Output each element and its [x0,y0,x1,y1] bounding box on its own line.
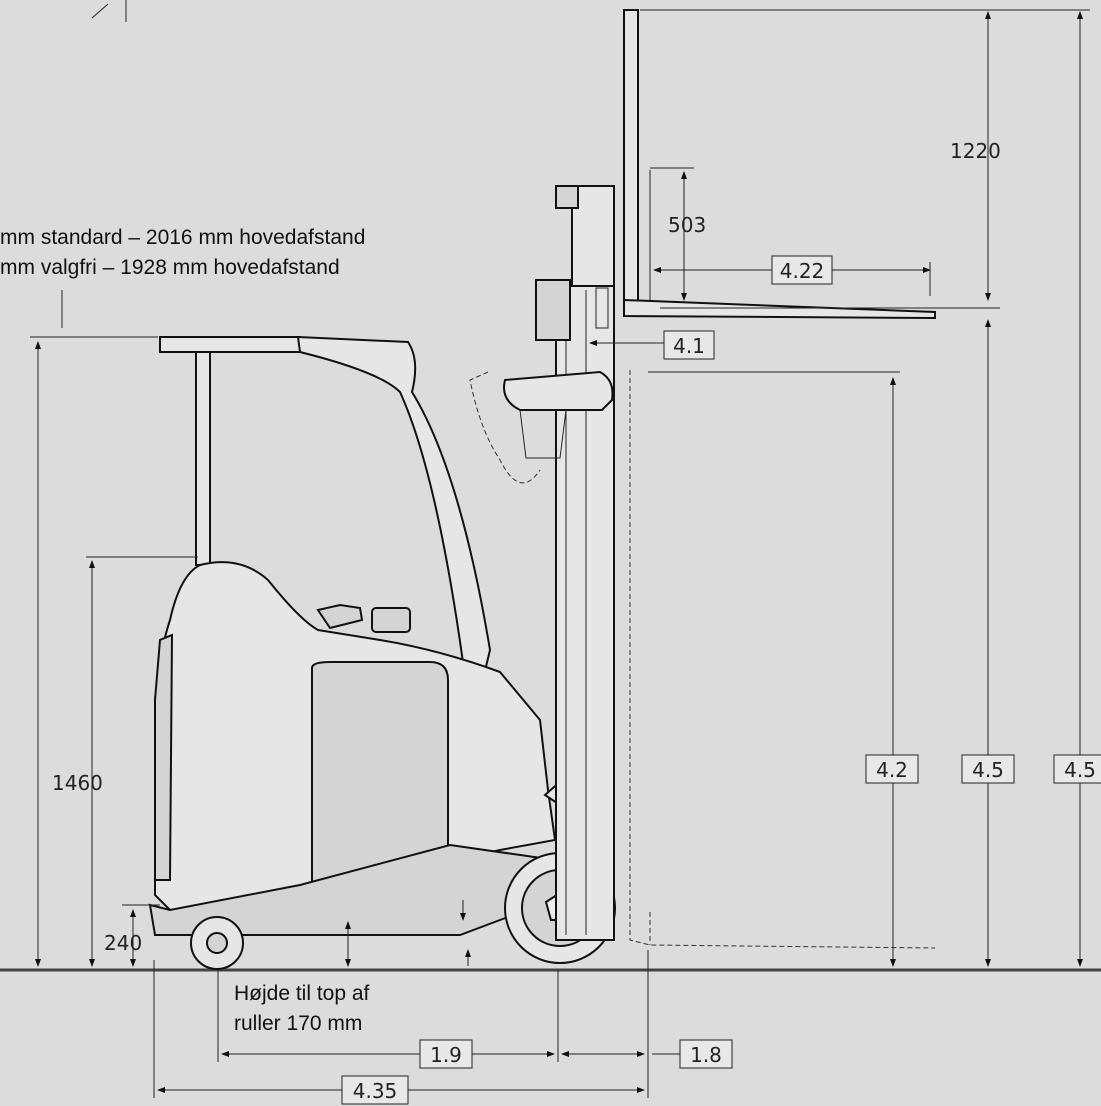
carriage-head [535,279,571,341]
ref-4-22: 4.22 [771,255,833,285]
mast-cylinder-cap [555,185,579,209]
raised-fork-tine [623,298,936,320]
rear-counterweight [154,633,174,881]
forklift-truck [148,9,936,970]
svg-text:4.35: 4.35 [353,1079,398,1103]
ref-1-9: 1.9 [419,1039,473,1069]
battery-compartment [311,661,449,916]
ref-4-5-overall: 4.5 [1053,754,1101,784]
svg-text:4.2: 4.2 [876,758,908,782]
raised-fork-upright [623,9,639,309]
ref-4-1: 4.1 [663,330,715,360]
operator-seat [316,603,364,630]
svg-text:4.1: 4.1 [673,334,705,358]
roller-note-line-2: ruller 170 mm [234,1012,362,1035]
svg-text:1.9: 1.9 [430,1043,462,1067]
dim-503: 503 [668,213,706,237]
overhead-note-line-1: mm standard – 2016 mm hovedafstand [0,226,365,249]
dim-1220: 1220 [950,139,1001,163]
ref-4-35: 4.35 [341,1075,409,1105]
dim-240: 240 [104,931,142,955]
ref-4-2: 4.2 [865,754,919,784]
dim-1460: 1460 [52,771,103,795]
svg-text:1.8: 1.8 [690,1043,722,1067]
guard-rear-post [195,349,211,566]
svg-text:4.5: 4.5 [972,758,1004,782]
ref-4-5-mast: 4.5 [961,754,1015,784]
svg-text:4.22: 4.22 [780,259,825,283]
rear-wheel-hub [206,932,228,954]
guard-top-bar [159,336,301,353]
control-box [371,607,411,633]
corner-mark [91,0,127,22]
ref-1-8: 1.8 [679,1039,733,1069]
lowered-forks [629,370,936,949]
svg-text:4.5: 4.5 [1064,758,1096,782]
roller-note-line-1: Højde til top af [234,982,370,1005]
fork-carriage [503,370,614,411]
overhead-note-line-2: mm valgfri – 1928 mm hovedafstand [0,256,340,279]
